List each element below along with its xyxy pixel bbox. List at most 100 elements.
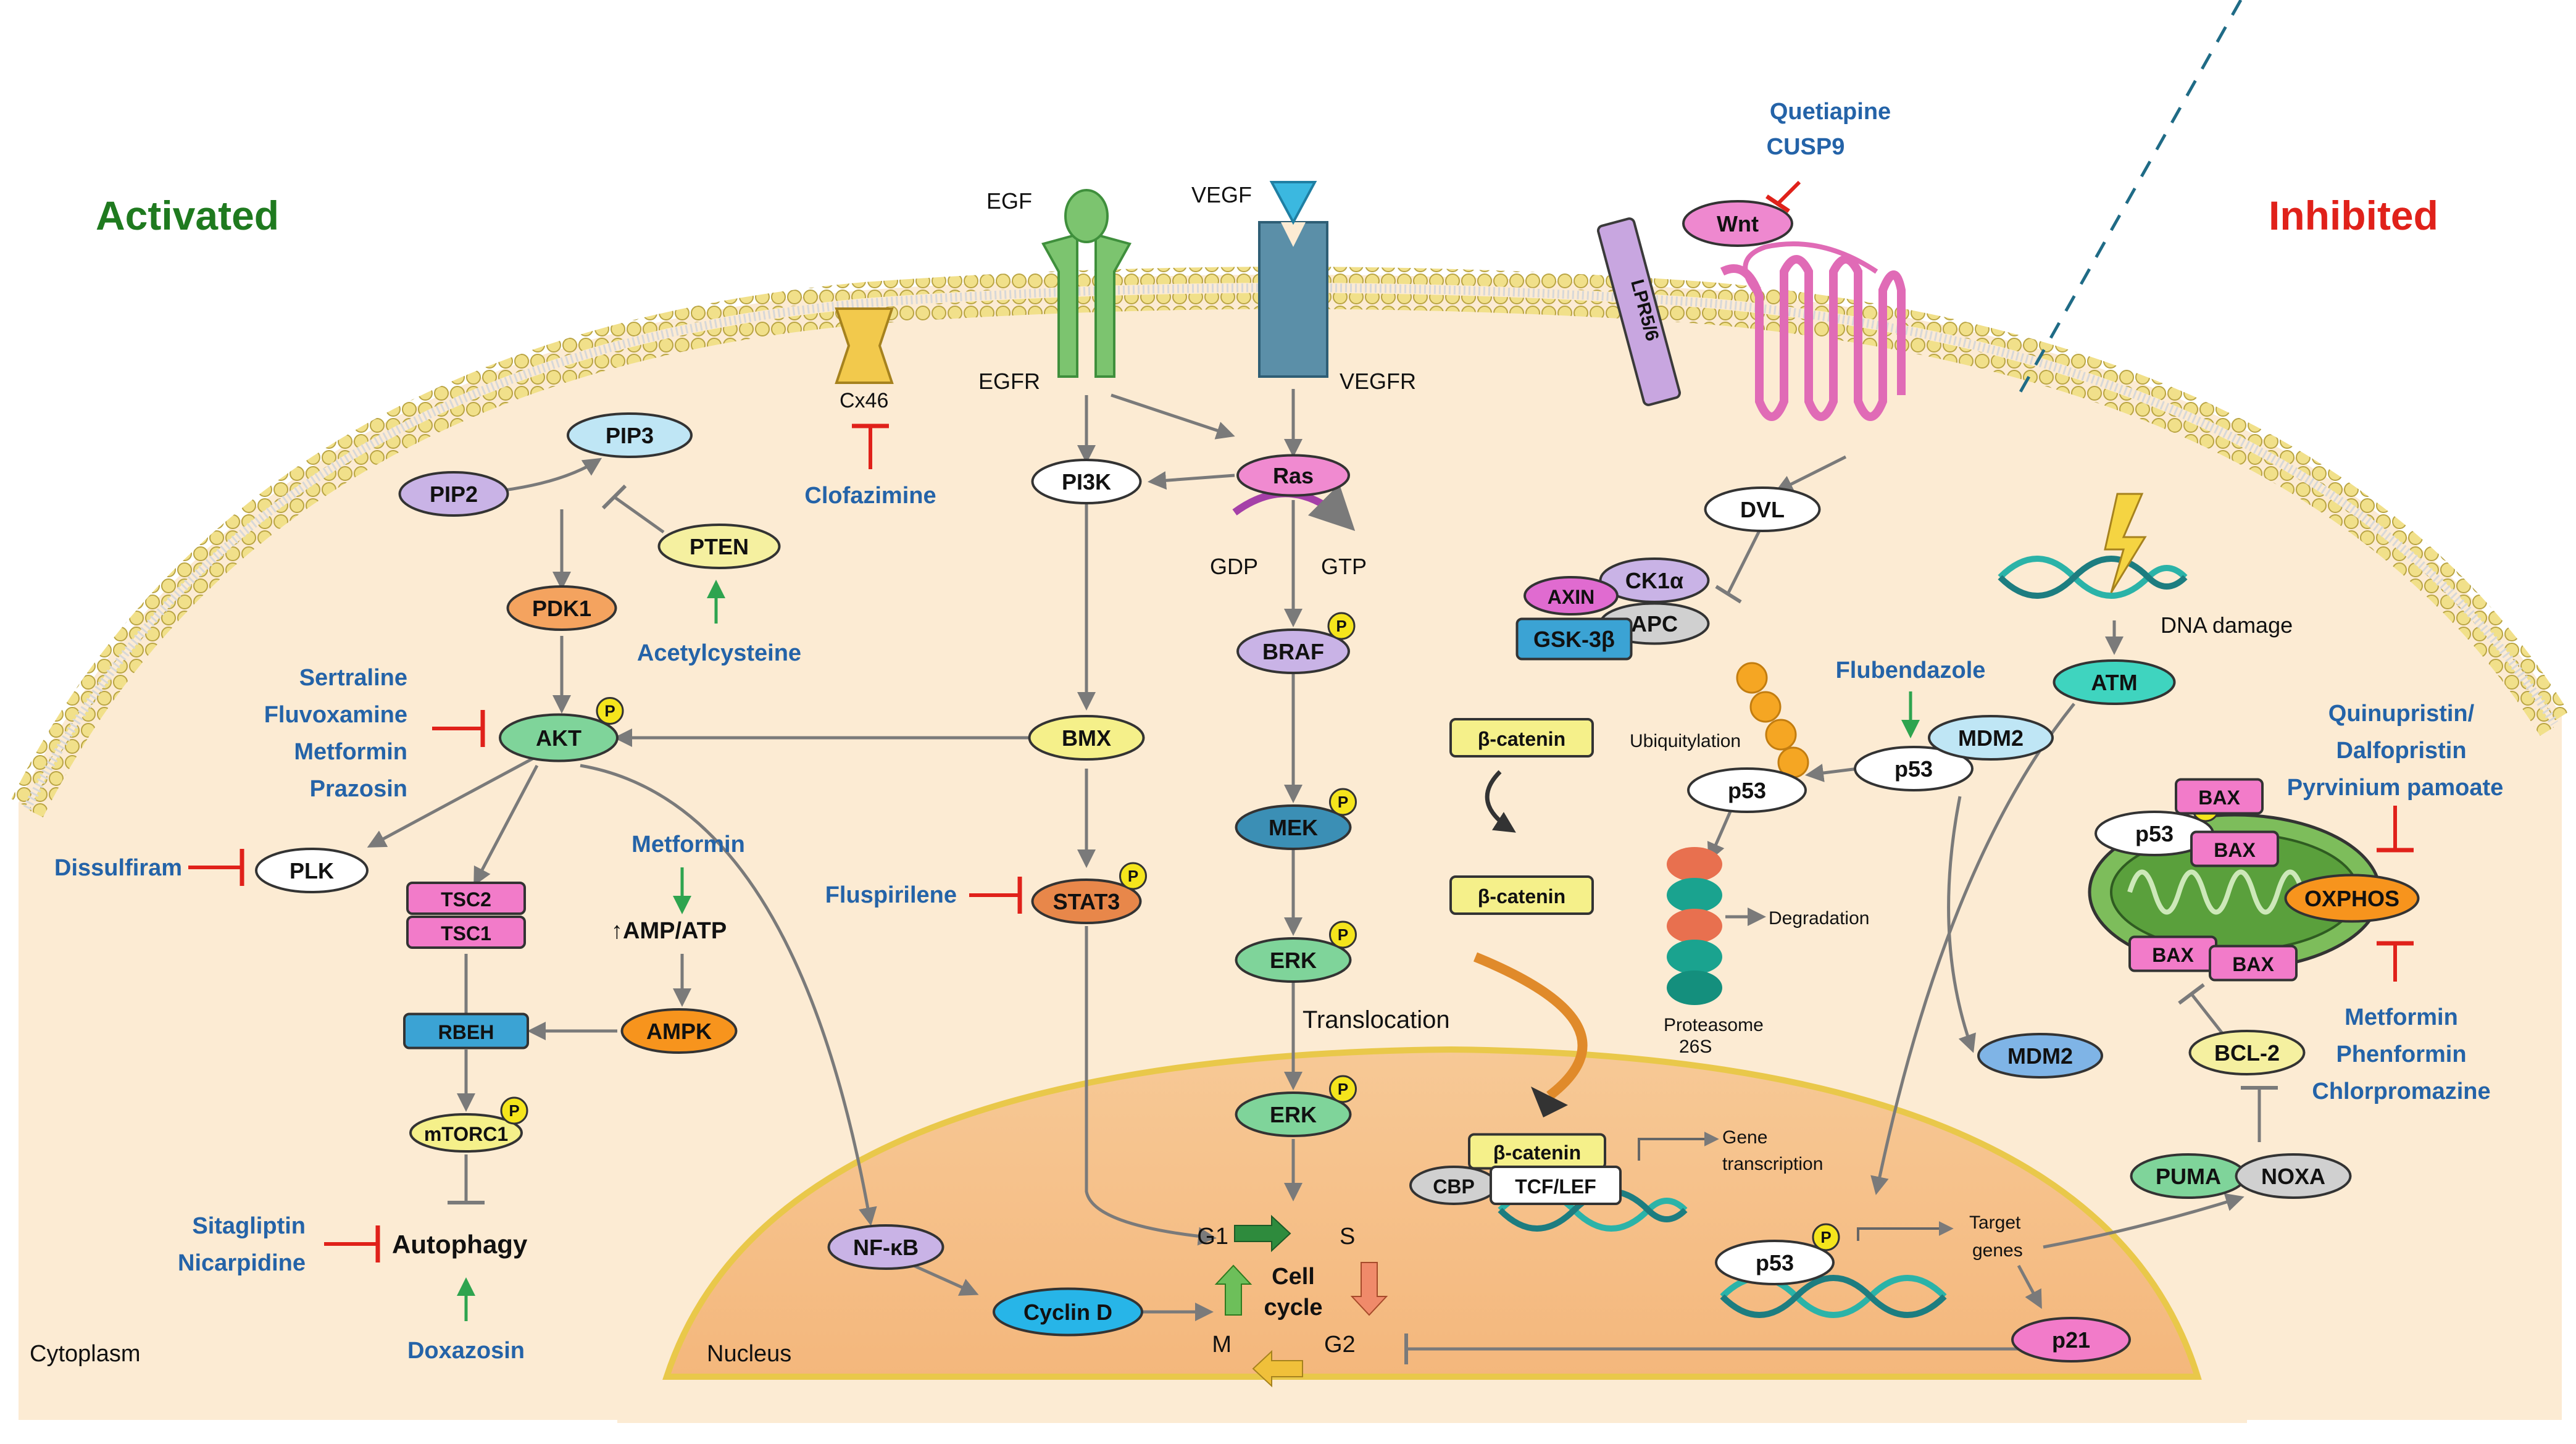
pten-node-label: PTEN (690, 534, 749, 559)
drug-dalfopristin: Dalfopristin (2336, 738, 2466, 764)
p53-nuc-node-label: p53 (1756, 1250, 1794, 1275)
cell-cycle-label-2: cycle (1264, 1295, 1322, 1321)
beta-catenin-cycle-arrow (1485, 770, 1516, 833)
targetgenes-puma-arrow (2043, 1193, 2245, 1249)
dna-damage-helix (1998, 493, 2188, 599)
egf-ligand (1064, 189, 1109, 243)
drug-acetylcysteine: Acetylcysteine (637, 640, 801, 666)
amp-atp-text: AMP/ATP (623, 918, 727, 944)
gsk3b-node-shape (1515, 617, 1633, 661)
phosphate-badge-label: P (604, 702, 615, 720)
tsc2-node-shape (406, 882, 526, 915)
drug-effect-marks (188, 180, 2414, 1321)
plk-node-label: PLK (290, 858, 334, 883)
cyclin-d-node-label: Cyclin D (1023, 1300, 1112, 1325)
rbeh-node-shape (403, 1012, 529, 1050)
ras-node-label: Ras (1273, 463, 1314, 488)
erk-nuc-node-label: ERK (1270, 1102, 1317, 1127)
noxa-node: NOXA (2235, 1153, 2352, 1199)
mdm2-top-node: MDM2 (1928, 715, 2054, 761)
drug-chlorpromazine: Chlorpromazine (2312, 1079, 2490, 1104)
plk-node: PLK (255, 848, 369, 893)
drug-prazosin: Prazosin (310, 776, 407, 802)
beta-catenin-translocation-head (1531, 1087, 1568, 1117)
ampk-node-label: AMPK (646, 1019, 712, 1044)
pi3k-node-label: PI3K (1062, 469, 1111, 495)
bcl2-node: BCL-2 (2188, 1030, 2306, 1075)
frizzled-receptor: LPR5/6 Wnt (1596, 200, 1906, 421)
beta-catenin-1-node-shape (1449, 718, 1594, 757)
bax-4-node-shape (2209, 945, 2298, 982)
p53-mdm2-node-shape (1854, 746, 1974, 791)
bmx-node: BMX (1028, 715, 1145, 761)
egfr-label: EGFR (978, 369, 1040, 394)
phosphate-badge-label: P (1128, 867, 1138, 885)
pdk1-node-label: PDK1 (532, 596, 591, 621)
ck1a-node-label: CK1α (1625, 568, 1683, 593)
drug-sertraline: Sertraline (299, 665, 407, 691)
pip2-node: PIP2 (398, 471, 509, 517)
pi3k-node-shape (1031, 459, 1142, 504)
erk-node-shape (1235, 937, 1352, 983)
beta-catenin-1-node: β-catenin (1449, 718, 1594, 757)
akt-plk-arrow (367, 754, 538, 848)
tcf-lef-node-label: TCF/LEF (1515, 1175, 1596, 1198)
dvl-node-label: DVL (1740, 497, 1785, 522)
ubiquitin-chain (1736, 662, 1809, 778)
mtorc1-node-label: mTORC1 (424, 1123, 508, 1145)
dvl-node: DVL (1704, 486, 1821, 532)
bax-2-node-shape (2190, 830, 2279, 867)
tsc1-node: TSC1 (406, 916, 526, 949)
puma-node: PUMA (2130, 1153, 2247, 1199)
mek-node-label: MEK (1269, 815, 1318, 840)
cell-cycle-label-1: Cell (1272, 1264, 1315, 1290)
akt-node-label: AKT (536, 725, 581, 751)
lpr56-receptor (1596, 217, 1682, 406)
beta-catenin-nuc-node-label: β-catenin (1493, 1141, 1581, 1164)
mdm2-free-node-label: MDM2 (2007, 1043, 2073, 1069)
egfr-receptor: EGF EGFR (978, 188, 1132, 394)
oxphos-node-shape (2284, 874, 2420, 923)
phosphate-badge (1327, 612, 1356, 640)
beta-catenin-2-node-label: β-catenin (1478, 885, 1565, 908)
cell-cycle: Cell cycle G1 S G2 M (1197, 1214, 1388, 1388)
tsc1-node-label: TSC1 (441, 922, 491, 945)
drug-metformin-akt: Metformin (294, 739, 407, 765)
noxa-node-label: NOXA (2261, 1164, 2325, 1189)
mdm2-top-node-shape (1928, 715, 2054, 761)
gsk3b-node-label: GSK-3β (1533, 627, 1615, 652)
mek-node-shape (1235, 804, 1352, 850)
mdm2p53-p53-arrow (1805, 764, 1859, 782)
drug-fluspirilene: Fluspirilene (825, 882, 957, 908)
oxphos-node-label: OXPHOS (2304, 886, 2399, 911)
drug-labels: Quetiapine CUSP9 Clofazimine Acetylcyste… (54, 99, 2503, 1364)
pip3-node: PIP3 (567, 412, 693, 458)
proteasome-label: Proteasome (1664, 1015, 1764, 1035)
target-genes-label-1: Target (1969, 1212, 2021, 1233)
egfr-ras-arrow (1111, 393, 1235, 440)
drug-phenformin: Phenformin (2336, 1041, 2466, 1067)
mdm2-free-node: MDM2 (1977, 1033, 2103, 1079)
inhibited-label: Inhibited (2269, 193, 2438, 238)
stat3-node-shape (1031, 879, 1142, 924)
drug-cusp9: CUSP9 (1767, 134, 1845, 160)
braf-node-shape (1236, 628, 1350, 674)
targetgenes-p21-arrow (2017, 1264, 2042, 1309)
vegf-label: VEGF (1191, 182, 1252, 207)
vegfr-label: VEGFR (1340, 369, 1416, 394)
phosphate-badge (1812, 1223, 1840, 1251)
pten-node-shape (657, 524, 781, 569)
bax-1-node: BAX (2175, 778, 2264, 815)
beta-catenin-2-node: β-catenin (1449, 875, 1594, 915)
pdk1-node-shape (506, 585, 617, 631)
bax-1-node-label: BAX (2198, 787, 2240, 809)
p53-mdm2-node: p53 (1854, 746, 1974, 791)
beta-catenin-nuc-node: β-catenin (1468, 1133, 1606, 1170)
pip3-node-shape (567, 412, 693, 458)
axin-node-shape (1524, 576, 1619, 616)
drug-dissulfiram: Dissulfiram (54, 855, 182, 881)
bcl2-bax-inhibit (2190, 993, 2227, 1038)
degradation-label: Degradation (1769, 908, 1869, 929)
